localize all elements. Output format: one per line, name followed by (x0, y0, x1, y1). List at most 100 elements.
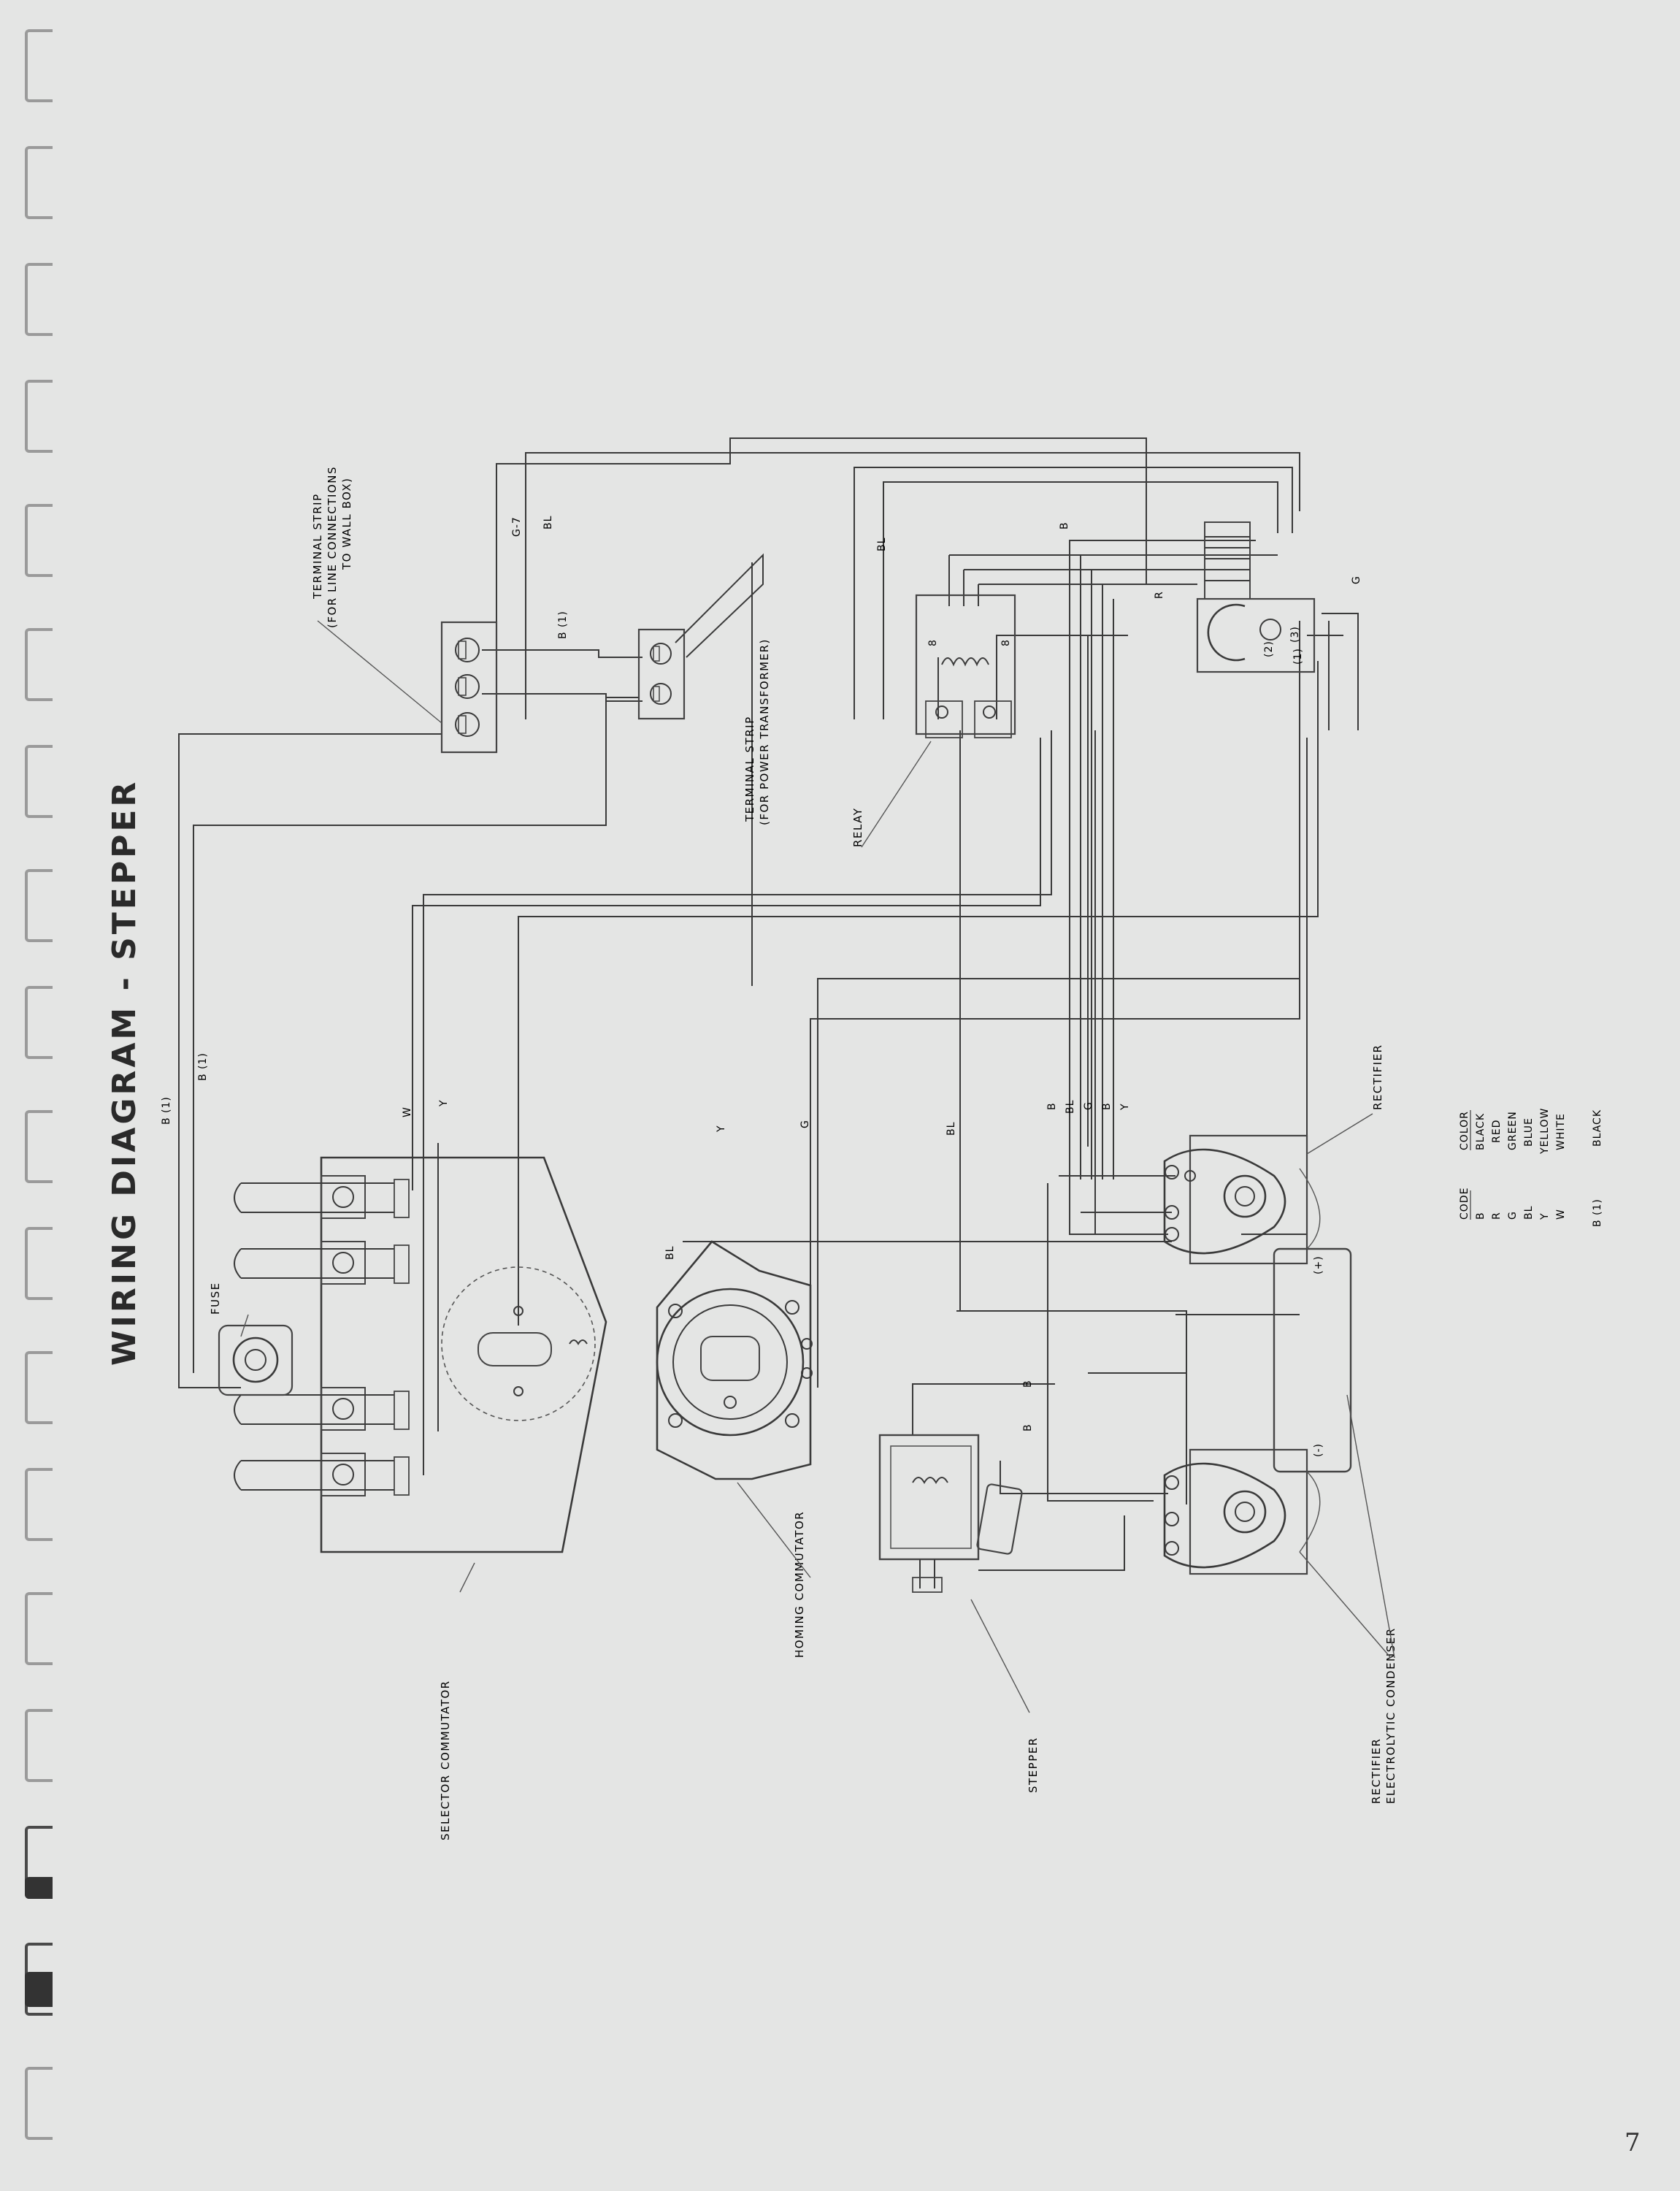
condenser-minus-label: (-) (1313, 1443, 1324, 1457)
box-term-label: (2) (1263, 641, 1275, 657)
binder-hole (25, 628, 53, 701)
stepper (878, 1434, 1023, 1593)
wire-label: BL (542, 516, 554, 529)
label-homing-commutator: HOMING COMMUTATOR (793, 1511, 806, 1658)
wire-label: B (1059, 521, 1070, 529)
color-code-row-color: YELLOW (1539, 1108, 1551, 1155)
binder-hole (25, 986, 53, 1059)
wire (482, 649, 643, 658)
binder-hole (25, 380, 53, 453)
selector-commutator (234, 1156, 607, 1553)
electrolytic-condenser: (+) (-) (1273, 1168, 1352, 1553)
binder-hole (25, 504, 53, 577)
wire (1000, 1461, 1168, 1494)
wire-label: G-7 (511, 516, 523, 537)
homing-commutator (656, 1240, 813, 1480)
wire-label: G (1083, 1101, 1094, 1110)
leader-line (1346, 1394, 1395, 1659)
color-code-row-code: B (1475, 1212, 1487, 1220)
diagram-title: WIRING DIAGRAM - STEPPER (106, 779, 143, 1366)
color-code-footnote-code: B (1) (1592, 1198, 1603, 1227)
wire-label: B (1) (161, 1096, 172, 1125)
wires (178, 437, 1359, 1571)
relay: 8 8 (861, 594, 1016, 848)
wire-label: BL (664, 1246, 676, 1260)
wire-label: B (1046, 1102, 1058, 1110)
label-relay: RELAY (851, 808, 864, 847)
binder-hole (25, 1110, 53, 1183)
wire (854, 467, 1293, 719)
box-term-label: (3) (1289, 626, 1301, 643)
label-rectifier: RECTIFIER (1371, 1044, 1384, 1110)
wire-label: R (1154, 591, 1165, 599)
wire (810, 621, 1300, 1388)
wire (978, 1515, 1125, 1571)
color-code-row-color: BLACK (1475, 1113, 1487, 1150)
wire (1322, 613, 1359, 730)
label-fuse: FUSE (209, 1282, 222, 1315)
color-code-row-color: GREEN (1507, 1111, 1519, 1150)
binder-hole (25, 1592, 53, 1665)
color-code-row-code: BL (1523, 1206, 1535, 1220)
wire-label: Y (716, 1125, 727, 1133)
binder-hole (25, 869, 53, 942)
binder-tab (25, 1972, 53, 2007)
wire-label: BL (946, 1122, 957, 1136)
label-terminal-strip-power-1: TERMINAL STRIP (743, 716, 756, 822)
wire (412, 738, 1041, 1190)
wire (1069, 1179, 1168, 1235)
binder-hole (25, 745, 53, 818)
wire-label: B (1022, 1380, 1034, 1388)
wire (916, 657, 939, 719)
wire (1080, 554, 1241, 1179)
label-rectifier-condenser-1: RECTIFIER (1370, 1738, 1383, 1804)
terminal-strip-power (637, 628, 686, 720)
color-code-row-code: G (1507, 1211, 1519, 1220)
wire-label: BL (1065, 1100, 1076, 1114)
wire (996, 635, 1089, 1147)
label-terminal-strip-line-2: (FOR LINE CONNECTIONS (326, 466, 339, 628)
label-terminal-strip-line-1: TERMINAL STRIP (311, 493, 324, 600)
color-code-row-color: RED (1491, 1120, 1503, 1143)
rectifier-upper (1163, 1134, 1308, 1265)
page-number: 7 (1625, 2128, 1641, 2157)
label-terminal-strip-power-2: (FOR POWER TRANSFORMER) (758, 638, 771, 825)
color-code-row-code: Y (1539, 1212, 1551, 1220)
relay-term-label: 8 (1000, 639, 1012, 646)
wire-label: G (1351, 576, 1362, 584)
label-stepper: STEPPER (1027, 1737, 1040, 1793)
wire (817, 978, 1300, 1388)
binder-hole (25, 2067, 53, 2140)
binder-hole (25, 1709, 53, 1782)
wire-label: B (1022, 1423, 1034, 1431)
binder-hole (25, 1227, 53, 1300)
wire (883, 481, 1278, 719)
switch-assembly: (2) (3) (1) (1196, 521, 1316, 673)
color-code-row-code: R (1491, 1212, 1503, 1220)
color-code-row-color: BLUE (1523, 1117, 1535, 1147)
leader-line (737, 1482, 811, 1578)
wire-label: BL (876, 538, 888, 551)
fuse (218, 1314, 294, 1396)
wire (912, 1383, 1055, 1435)
terminal-strip-line (317, 620, 498, 754)
binder-hole (25, 1351, 53, 1424)
wire (675, 553, 764, 658)
color-code-header-color: COLOR (1459, 1111, 1470, 1150)
binder-hole (25, 1468, 53, 1541)
color-code-row-code: W (1555, 1209, 1567, 1220)
binder-hole (25, 29, 53, 102)
wire (1069, 540, 1256, 1179)
wire-label: W (402, 1106, 413, 1117)
color-code-footnote-color: BLACK (1592, 1109, 1603, 1147)
relay-term-label: 8 (927, 639, 939, 646)
wire-label: G (799, 1120, 811, 1128)
label-rectifier-condenser-2: ELECTROLYTIC CONDENSER (1384, 1627, 1397, 1804)
color-code-header-code: CODE (1459, 1188, 1470, 1220)
leader-line (459, 1562, 475, 1593)
leader-line (970, 1599, 1030, 1713)
label-terminal-strip-line-3: TO WALL BOX) (340, 478, 353, 571)
wire (948, 555, 979, 606)
